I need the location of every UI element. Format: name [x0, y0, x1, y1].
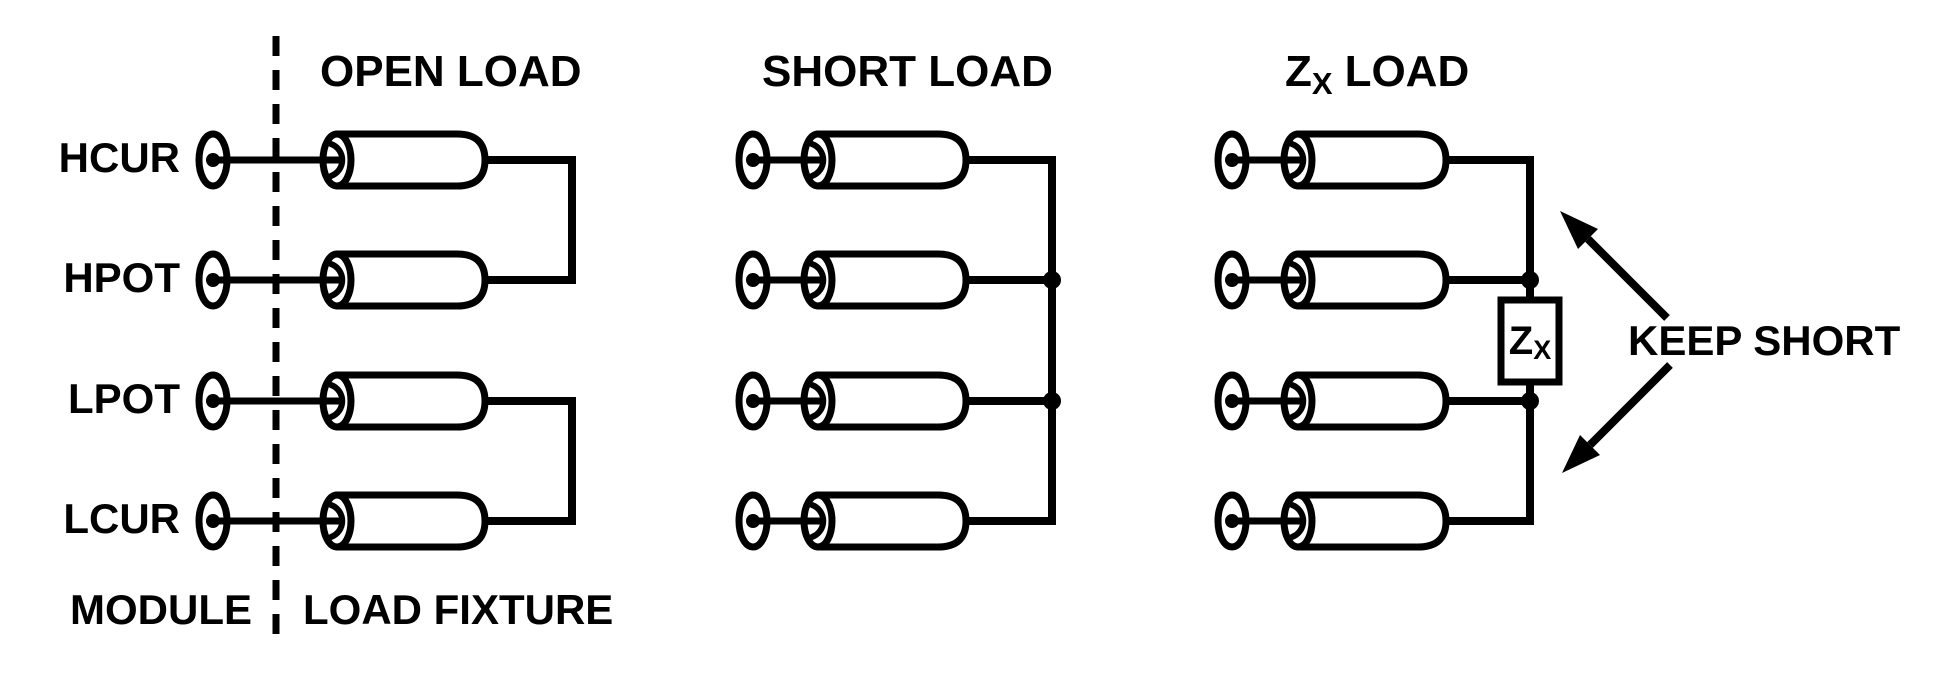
junction-dot: [1521, 392, 1539, 410]
zx-box-subscript: X: [1533, 334, 1552, 365]
junction-dot: [1521, 271, 1539, 289]
connector-leads: [213, 156, 1303, 525]
coax-cable: [804, 375, 966, 427]
keep-short-annotation: KEEP SHORT: [1628, 317, 1901, 364]
load-fixture-region-label: LOAD FIXTURE: [303, 586, 614, 633]
terminal-label-hpot: HPOT: [63, 254, 180, 301]
keep-short-arrow-lower: [1562, 362, 1673, 473]
open-load-wiring: [483, 156, 576, 525]
coax-cable: [1284, 375, 1446, 427]
coax-cable: [804, 495, 966, 547]
keep-short-arrow-upper: [1560, 211, 1670, 321]
coax-cable: [323, 254, 485, 306]
terminal-label-lpot: LPOT: [68, 375, 180, 422]
zx-title-rest: LOAD: [1344, 47, 1470, 96]
coax-cables: [323, 134, 1446, 547]
short-load-title: SHORT LOAD: [762, 47, 1053, 96]
zx-impedance-box: [1497, 296, 1563, 386]
coax-cable: [804, 134, 966, 186]
module-connectors: [199, 134, 1246, 547]
coax-cable: [1284, 495, 1446, 547]
coax-cable: [323, 134, 485, 186]
open-load-title: OPEN LOAD: [320, 47, 582, 96]
short-load-wiring: [964, 156, 1056, 525]
coax-cable: [804, 254, 966, 306]
keep-short-arrows: [1560, 211, 1673, 473]
module-region-label: MODULE: [70, 586, 252, 633]
terminal-label-hcur: HCUR: [58, 134, 180, 181]
zx-title-main: Z: [1285, 47, 1312, 96]
zx-load-wiring: [1444, 156, 1534, 525]
zx-title-subscript: X: [1311, 66, 1333, 101]
coax-cable: [1284, 134, 1446, 186]
junction-dots: [1043, 271, 1539, 410]
junction-dot: [1043, 271, 1061, 289]
terminal-label-lcur: LCUR: [63, 495, 180, 542]
junction-dot: [1043, 392, 1061, 410]
coax-cable: [323, 375, 485, 427]
zx-load-title: ZX LOAD: [1285, 47, 1470, 101]
coax-cable: [323, 495, 485, 547]
zx-box-main: Z: [1508, 319, 1534, 363]
coax-cable: [1284, 254, 1446, 306]
